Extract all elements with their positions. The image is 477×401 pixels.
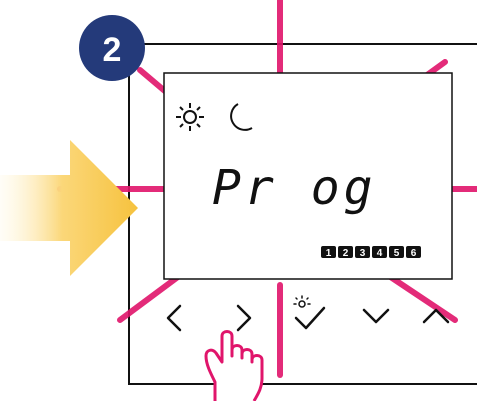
lcd-screen (163, 72, 453, 280)
display-text: Pr og (212, 160, 377, 216)
day-indicator-label: 2 (343, 248, 349, 259)
day-indicator-box (389, 246, 404, 258)
hand-pointer-icon (204, 330, 264, 401)
day-indicator-label: 4 (377, 248, 383, 259)
day-indicator-box (338, 246, 353, 258)
button-row (166, 295, 450, 332)
sun-check-button[interactable] (293, 295, 326, 330)
day-indicator-label: 5 (394, 248, 400, 259)
step-number: 2 (103, 31, 122, 69)
day-indicator-label: 3 (360, 248, 366, 259)
pointer-arrow (0, 140, 138, 276)
sun-icon (176, 103, 204, 131)
moon-icon (230, 103, 253, 131)
day-indicator-box (372, 246, 387, 258)
chevron-left-button[interactable] (166, 304, 182, 332)
day-indicator-box (355, 246, 370, 258)
chevron-up-button[interactable] (422, 308, 450, 324)
day-indicator-box (406, 246, 421, 258)
day-indicator-box (321, 246, 336, 258)
chevron-down-button[interactable] (362, 308, 390, 324)
day-indicator-label: 6 (411, 248, 417, 259)
step-badge (79, 15, 145, 81)
chevron-right-button[interactable] (236, 304, 252, 332)
day-indicator-label: 1 (326, 248, 332, 259)
